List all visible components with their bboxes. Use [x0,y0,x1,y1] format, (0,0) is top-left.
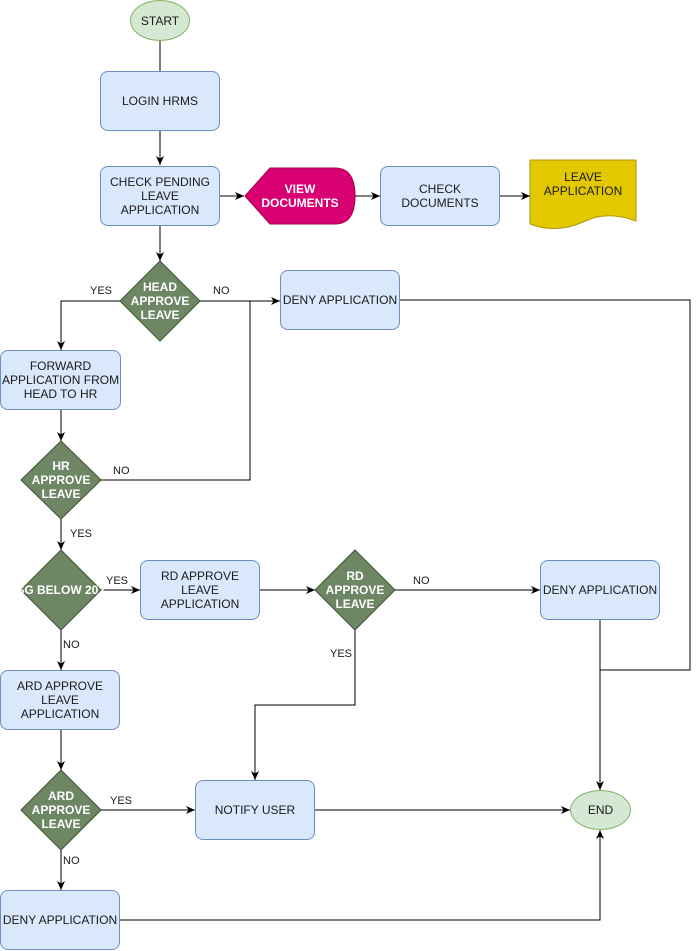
deny-bottom-label: DENY APPLICATION [2,913,118,927]
head-approve-label: HEAD APPROVE LEAVE [130,280,190,322]
start-label: START [140,13,180,28]
ard-approve-label-wrap: ARD APPROVE LEAVE [26,785,96,835]
hr-approve-label: HR APPROVE LEAVE [31,459,91,501]
check-documents-box[interactable]: CHECK DOCUMENTS [380,166,500,226]
edge-label-sg-yes: YES [106,575,129,587]
end-node[interactable]: END [570,790,631,830]
start-node[interactable]: START [130,0,190,41]
edge-label-hr-yes: YES [70,528,93,540]
edge-label-rd-yes: YES [330,648,353,660]
rd-approve-label: RD APPROVE LEAVE [325,569,385,611]
hr-approve-label-wrap: HR APPROVE LEAVE [26,455,96,505]
notify-user-box[interactable]: NOTIFY USER [195,780,315,840]
edge-label-ard-yes: YES [110,795,133,807]
login-label: LOGIN HRMS [121,94,198,108]
deny-application-bottom-box[interactable]: DENY APPLICATION [0,890,120,950]
check-pending-box[interactable]: CHECK PENDING LEAVE APPLICATION [100,166,220,226]
deny-top-label: DENY APPLICATION [282,293,398,307]
edge-label-rd-no: NO [413,575,430,587]
rd-approve-label-wrap: RD APPROVE LEAVE [320,565,390,615]
leave-application-shape[interactable] [529,159,637,229]
edge-label-sg-no: NO [63,639,80,651]
ard-approve-leave-box[interactable]: ARD APPROVE LEAVE APPLICATION [0,670,120,730]
edge-label-hr-no: NO [113,465,130,477]
view-documents-label-wrap: VIEW DOCUMENTS [255,168,345,224]
ard-approve-label: ARD APPROVE LEAVE [31,789,91,831]
edge-label-ard-no: NO [63,855,80,867]
edge-rd-yes [251,630,356,780]
forward-box[interactable]: FORWARD APPLICATION FROM HEAD TO HR [0,350,121,410]
edge-head-yes [57,300,120,350]
deny-application-top-box[interactable]: DENY APPLICATION [280,270,400,330]
leave-application-label: LEAVE APPLICATION [543,170,623,198]
edge-hr-no [101,301,251,481]
head-approve-label-wrap: HEAD APPROVE LEAVE [125,276,195,326]
rd-approve-leave-box[interactable]: RD APPROVE LEAVE APPLICATION [140,560,260,620]
notify-label: NOTIFY USER [214,803,296,817]
head-approve-diamond[interactable] [119,260,201,342]
forward-label: FORWARD APPLICATION FROM HEAD TO HR [1,359,120,401]
deny-right-label: DENY APPLICATION [542,583,658,597]
edge-denybottom-end [120,830,604,921]
deny-application-right-box[interactable]: DENY APPLICATION [540,560,660,620]
rd-approve-box-label: RD APPROVE LEAVE APPLICATION [160,569,240,611]
sg-below-label-wrap: SG BELOW 20? [16,570,106,610]
ard-approve-box-label: ARD APPROVE LEAVE APPLICATION [16,679,104,721]
sg-below-label: SG BELOW 20? [16,583,106,597]
view-documents-label: VIEW DOCUMENTS [261,182,339,210]
leave-application-label-wrap: LEAVE APPLICATION [530,164,636,204]
edge-label-head-yes: YES [90,285,113,297]
end-label: END [587,803,614,817]
check-documents-label: CHECK DOCUMENTS [401,182,479,210]
edge-label-head-no: NO [213,285,230,297]
login-box[interactable]: LOGIN HRMS [100,71,220,131]
edge-denytop-end [400,299,691,671]
check-pending-label: CHECK PENDING LEAVE APPLICATION [109,175,210,217]
